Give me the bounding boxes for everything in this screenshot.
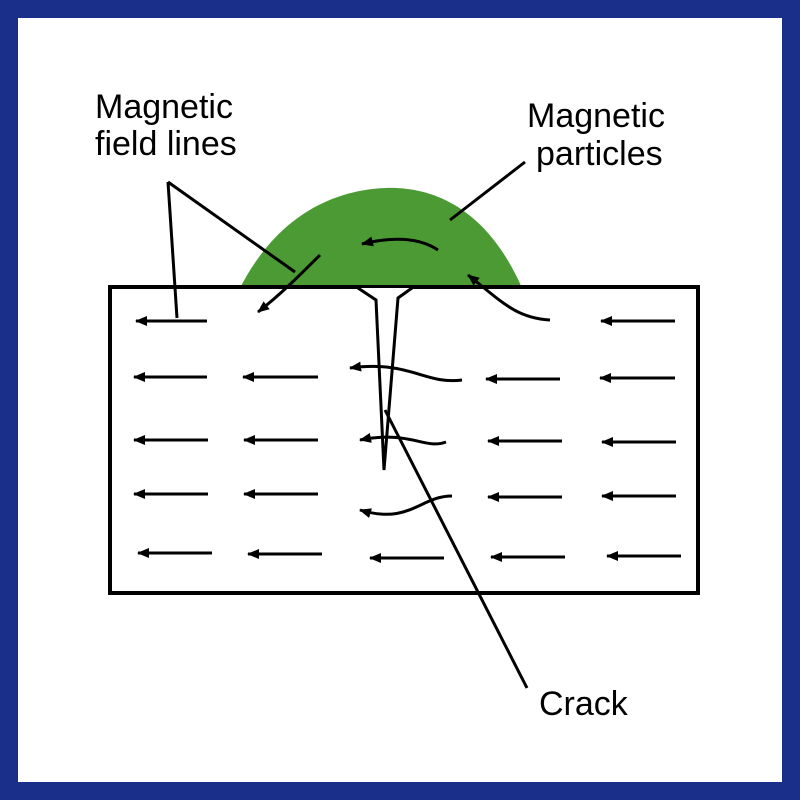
crack (357, 286, 413, 471)
label-magnetic-field-lines-line1: Magnetic (95, 88, 233, 126)
field-line-arrows (133, 316, 681, 563)
field-arrow-curved (359, 494, 453, 518)
label-crack: Crack (539, 685, 629, 723)
magnetic-particles-mound (240, 187, 522, 288)
field-arrow-curved (361, 236, 439, 252)
leader-crack (383, 409, 529, 689)
specimen-block (108, 285, 700, 595)
leader-field-lines-2 (167, 180, 296, 274)
leader-field-lines-1 (166, 181, 179, 319)
field-arrow-curved (467, 273, 551, 322)
label-magnetic-particles-line2: particles (536, 135, 663, 173)
leader-particles (449, 160, 526, 222)
leader-lines (166, 160, 529, 689)
label-magnetic-particles-line1: Magnetic (527, 97, 665, 135)
label-magnetic-field-lines-line2: field lines (95, 125, 237, 163)
field-arrow-curved (257, 253, 322, 314)
field-arrow-curved (359, 432, 447, 446)
deflected-field-lines (257, 236, 551, 518)
field-arrow-curved (349, 361, 463, 383)
